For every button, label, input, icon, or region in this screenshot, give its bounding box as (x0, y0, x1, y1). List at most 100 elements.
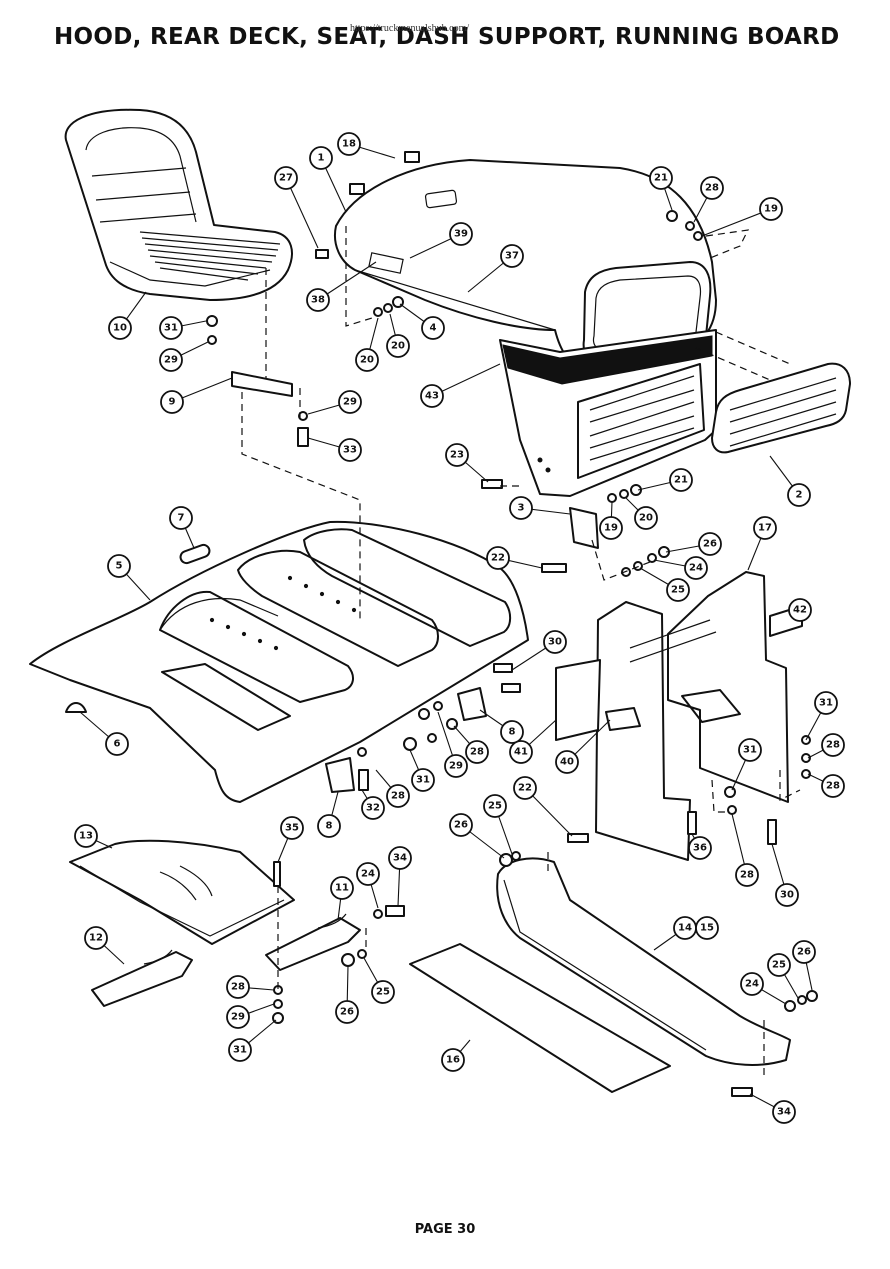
callout-c25c: 25 (363, 957, 395, 1004)
callout-label: 31 (819, 698, 833, 709)
dash-support-shape (555, 571, 803, 861)
callout-c22a: 22 (486, 546, 543, 570)
callout-label: 20 (391, 341, 405, 352)
callout-label: 23 (450, 450, 464, 461)
callout-c23: 23 (445, 443, 489, 483)
callout-label: 19 (604, 523, 618, 534)
callout-circle (543, 630, 567, 654)
callout-c29a: 29 (159, 341, 209, 372)
callout-circle (74, 824, 98, 848)
callout-label: 34 (777, 1107, 791, 1118)
callout-c28a: 28 (693, 176, 724, 223)
callout-c25b: 25 (483, 794, 513, 855)
callout-label: 40 (560, 757, 574, 768)
callout-c28e: 28 (375, 769, 410, 808)
callout-circle (649, 166, 673, 190)
callout-label: 28 (391, 791, 405, 802)
callout-c36: 36 (688, 833, 712, 860)
callout-label: 38 (311, 295, 325, 306)
assembly-lines (241, 226, 801, 1080)
callout-circle (787, 483, 811, 507)
callout-c1: 1 (309, 146, 347, 213)
callout-c28b: 28 (807, 733, 845, 759)
callout-label: 36 (693, 843, 707, 854)
callout-c31a: 31 (159, 316, 207, 340)
callout-leader (285, 177, 319, 249)
callout-label: 26 (797, 947, 811, 958)
callout-label: 31 (416, 775, 430, 786)
callout-label: 25 (376, 987, 390, 998)
callout-label: 30 (548, 637, 562, 648)
callout-circle (759, 197, 783, 221)
callout-label: 14 (678, 923, 692, 934)
callout-circle (108, 316, 132, 340)
callout-circle (483, 794, 507, 818)
callout-c40: 40 (555, 719, 611, 774)
callout-label: 31 (164, 323, 178, 334)
callout-circle (821, 733, 845, 757)
callout-c39: 39 (409, 222, 473, 259)
callout-circle (788, 598, 812, 622)
callout-label: 19 (764, 204, 778, 215)
callout-circle (107, 554, 131, 578)
callout-circle (555, 750, 579, 774)
callout-circle (338, 390, 362, 414)
callout-c19a: 19 (701, 197, 783, 237)
callout-c31b: 31 (805, 691, 838, 741)
callout-c20c: 20 (625, 497, 658, 530)
running-board-shape (496, 857, 791, 1066)
callout-circle (509, 496, 533, 520)
callout-circle (700, 176, 724, 200)
callout-label: 17 (758, 523, 772, 534)
callout-c26d: 26 (792, 940, 816, 991)
callout-c37: 37 (467, 244, 524, 293)
seat-shape (64, 108, 293, 301)
callout-label: 29 (343, 397, 357, 408)
callout-label: 15 (700, 923, 714, 934)
callout-label: 27 (279, 173, 293, 184)
callout-circle (500, 720, 524, 744)
callout-label: 12 (89, 933, 103, 944)
callout-circle (695, 916, 719, 940)
callout-leader (431, 363, 501, 397)
callout-label: 29 (449, 761, 463, 772)
callout-c25d: 25 (767, 953, 799, 999)
callout-label: 31 (743, 745, 757, 756)
rear-deck-shape (29, 520, 529, 803)
callout-label: 30 (780, 890, 794, 901)
callout-c35: 35 (277, 816, 304, 863)
callout-label: 9 (169, 397, 176, 408)
callout-circle (335, 1000, 359, 1024)
watermark-url: https://truckmanualshub.com/ (350, 23, 470, 34)
callout-c3: 3 (509, 496, 571, 520)
callout-label: 33 (343, 445, 357, 456)
callout-c26a: 26 (665, 532, 722, 556)
callout-circle (226, 975, 250, 999)
callout-c17: 17 (747, 516, 777, 571)
callout-circle (159, 348, 183, 372)
callout-label: 24 (361, 869, 375, 880)
callout-circle (684, 556, 708, 580)
callout-c26c: 26 (335, 965, 359, 1024)
callout-c19b: 19 (599, 501, 623, 540)
callout-circle (371, 980, 395, 1004)
callout-c18a: 18 (337, 132, 396, 159)
callout-label: 37 (505, 251, 519, 262)
callout-label: 25 (671, 585, 685, 596)
callout-label: 34 (393, 853, 407, 864)
callout-circle (767, 953, 791, 977)
callout-c24c: 24 (740, 972, 787, 1005)
callout-circle (500, 244, 524, 268)
callout-circle (513, 776, 537, 800)
callout-c10: 10 (108, 291, 147, 340)
callout-label: 28 (740, 870, 754, 881)
callout-c38: 38 (306, 261, 377, 312)
bracket-12-shape (91, 949, 193, 1007)
callout-c4: 4 (399, 303, 445, 340)
callout-c28c: 28 (807, 773, 845, 798)
callout-label: 22 (491, 553, 505, 564)
callout-circle (228, 1038, 252, 1062)
callout-circle (445, 443, 469, 467)
pad-16-shape (409, 943, 671, 1093)
